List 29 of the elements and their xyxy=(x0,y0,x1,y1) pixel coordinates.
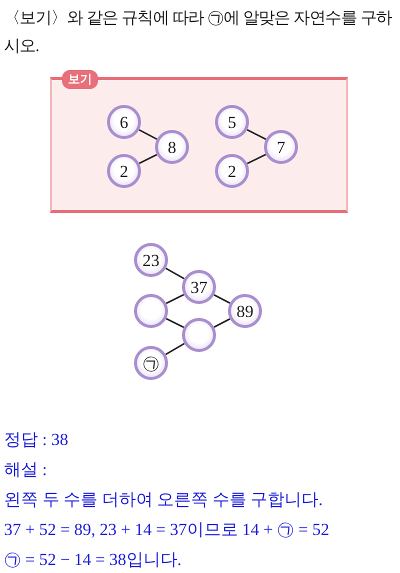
example-tab: 보기 xyxy=(62,70,98,89)
number-circle: 7 xyxy=(264,130,298,164)
connector-line xyxy=(166,318,184,328)
solution-text: 왼쪽 두 수를 더하여 오른쪽 수를 구합니다. xyxy=(4,489,323,511)
number-circle: 6 xyxy=(107,105,141,139)
question-text: 〈보기〉와 같은 규칙에 따라 ㉠에 알맞은 자연수를 구하시오. xyxy=(4,7,394,57)
connector-line xyxy=(214,294,230,304)
solution-text: 해설 : xyxy=(4,459,47,481)
solution-text: 37 + 52 = 89, 23 + 14 = 37이므로 14 + ㉠ = 52 xyxy=(4,519,330,541)
connector-line xyxy=(165,342,185,356)
number-circle: 8 xyxy=(155,130,189,164)
number-circle: 89 xyxy=(228,294,262,328)
number-circle: 5 xyxy=(215,105,249,139)
number-circle: 37 xyxy=(182,270,216,304)
connector-line xyxy=(166,294,184,304)
connector-line xyxy=(214,318,230,328)
number-circle: 23 xyxy=(134,243,168,277)
number-circle: 2 xyxy=(215,154,249,188)
blank-circle xyxy=(182,318,216,352)
connector-line xyxy=(246,154,266,164)
blank-circle xyxy=(134,294,168,328)
solution-text: ㉠ = 52 − 14 = 38입니다. xyxy=(4,549,182,571)
solution-text: 정답 : 38 xyxy=(4,429,68,451)
number-circle: ㉠ xyxy=(134,346,168,380)
connector-line xyxy=(138,154,158,164)
connector-line xyxy=(246,129,266,140)
connector-line xyxy=(138,129,158,140)
connector-line xyxy=(165,268,185,280)
number-circle: 2 xyxy=(107,154,141,188)
